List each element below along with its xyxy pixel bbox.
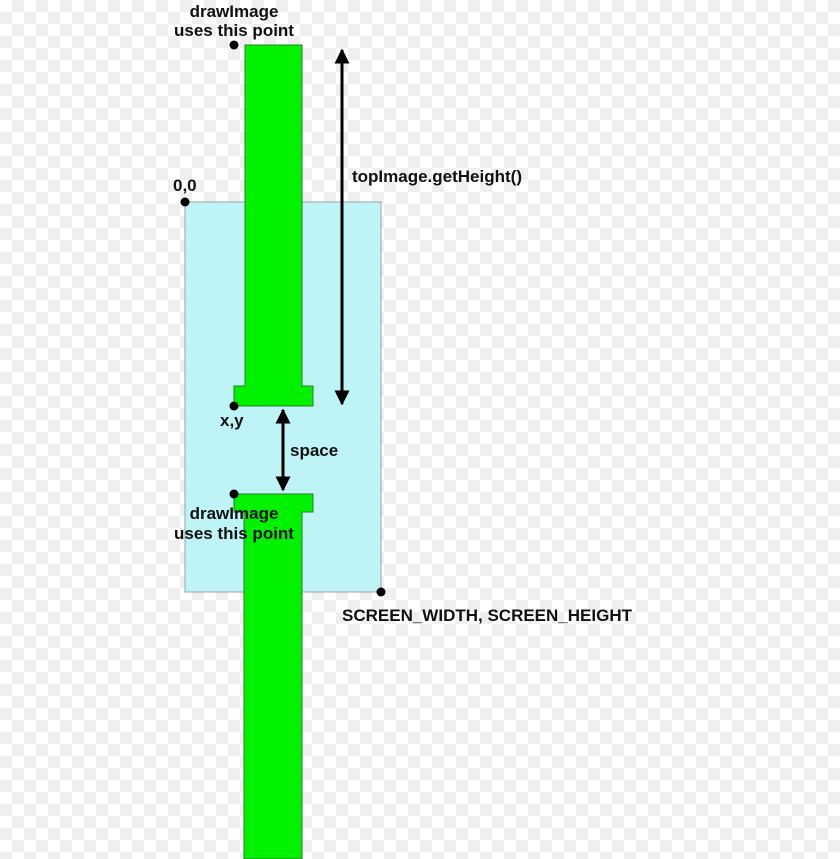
origin-point xyxy=(180,197,190,207)
xy-label: x,y xyxy=(220,411,244,430)
screen-corner-point xyxy=(376,587,386,597)
top-pipe xyxy=(233,44,314,407)
xy-point xyxy=(229,401,239,411)
space-label: space xyxy=(290,441,338,460)
origin-label: 0,0 xyxy=(173,176,197,195)
bottom-draw-label-line1: drawImage xyxy=(190,504,279,523)
bottom-draw-label-line2: uses this point xyxy=(174,524,294,543)
screen-size-label: SCREEN_WIDTH, SCREEN_HEIGHT xyxy=(342,606,633,625)
top-draw-point xyxy=(229,40,239,50)
bottom-draw-point xyxy=(229,489,239,499)
top-height-label: topImage.getHeight() xyxy=(352,167,522,186)
top-draw-label-line2: uses this point xyxy=(174,21,294,40)
top-draw-label-line1: drawImage xyxy=(190,2,279,21)
bottom-pipe xyxy=(233,493,314,859)
